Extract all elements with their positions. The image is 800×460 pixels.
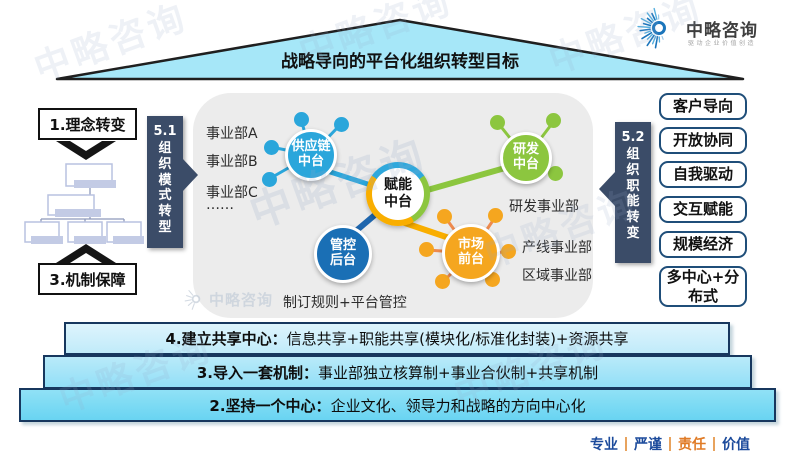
- roof-triangle: [55, 18, 745, 81]
- market-satellite-dot: [419, 242, 434, 257]
- footer-values: 专业 严谨 责任 价值: [590, 434, 750, 454]
- rnd-midplatform-node: 研发 中台: [500, 132, 552, 184]
- node-label: 前台: [457, 252, 484, 267]
- control-backplatform-node: 管控 后台: [314, 225, 372, 283]
- trait-open-collaboration: 开放协同: [659, 127, 747, 154]
- bar-51-label: 组织模式转型: [158, 140, 172, 236]
- node-label: 中台: [512, 157, 539, 172]
- footer-value: 责任: [678, 437, 706, 453]
- node-label: 研发: [512, 142, 539, 158]
- region-division-label: 区域事业部: [522, 268, 592, 284]
- node-label: 后台: [329, 253, 356, 268]
- supply-satellite-dot: [334, 117, 349, 132]
- trait-customer-oriented: 客户导向: [659, 93, 747, 120]
- node-label: 供应链: [291, 139, 331, 155]
- concept-change-box: 1.理念转变: [38, 108, 137, 140]
- division-b-label: 事业部B: [206, 154, 258, 170]
- rnd-division-label: 研发事业部: [509, 199, 579, 215]
- supply-satellite-dot: [262, 172, 277, 187]
- rnd-satellite-dot: [548, 166, 563, 181]
- division-c-label: 事业部C: [206, 185, 258, 201]
- arrow-left-icon: [599, 172, 615, 206]
- divider: [669, 437, 671, 451]
- arrow-right-icon: [182, 158, 198, 192]
- node-label: 中台: [384, 194, 412, 210]
- rnd-satellite-dot: [490, 115, 505, 130]
- page-title: 战略导向的平台化组织转型目标: [281, 52, 519, 72]
- divider: [625, 437, 627, 451]
- market-satellite-dot: [437, 209, 452, 224]
- node-label: 中台: [297, 154, 324, 169]
- division-a-label: 事业部A: [206, 126, 258, 142]
- rnd-satellite-dot: [546, 113, 561, 128]
- supply-satellite-dot: [294, 112, 309, 127]
- node-label: 赋能: [384, 177, 412, 194]
- division-ellipsis-label: ……: [206, 197, 234, 213]
- bar-text: 企业文化、领导力和战略的方向中心化: [330, 396, 586, 415]
- bar-text: 信息共享+职能共享(模块化/标准化封装)+资源共享: [286, 330, 629, 348]
- trait-economies-of-scale: 规模经济: [659, 231, 747, 258]
- org-chart: [24, 163, 144, 244]
- trait-self-driven: 自我驱动: [659, 161, 747, 188]
- starburst-icon: [184, 290, 201, 310]
- mechanism-guarantee-box: 3.机制保障: [38, 263, 137, 295]
- arrow-up-icon: [56, 244, 116, 263]
- market-satellite-dot: [501, 244, 516, 259]
- watermark-logo-text: 中略咨询: [209, 290, 274, 309]
- supply-satellite-dot: [264, 140, 279, 155]
- bar-prefix: 3.导入一套机制：: [196, 363, 318, 382]
- foundation-bar-one-center: 2.坚持一个中心： 企业文化、领导力和战略的方向中心化: [19, 388, 776, 422]
- enable-midplatform-node: 赋能 中台: [366, 162, 430, 226]
- market-frontplatform-node: 市场 前台: [442, 224, 500, 282]
- logo-tagline: 驱动企业价值创造: [688, 40, 757, 47]
- company-logo: 中略咨询 驱动企业价值创造: [636, 5, 792, 55]
- supply-chain-midplatform-node: 供应链 中台: [285, 129, 337, 181]
- footer-value: 专业: [590, 437, 618, 453]
- bar-prefix: 2.坚持一个中心：: [209, 396, 331, 415]
- bar-51-number: 5.1: [153, 124, 177, 139]
- bar-prefix: 4.建立共享中心：: [165, 330, 287, 348]
- foundation-bar-mechanism: 3.导入一套机制： 事业部独立核算制+事业合伙制+共享机制: [43, 355, 752, 389]
- control-note-label: 制订规则+平台管控: [283, 295, 407, 311]
- arrow-down-icon: [56, 141, 116, 160]
- trait-interactive-enablement: 交互赋能: [659, 196, 747, 223]
- bar-52-label: 组织职能转变: [626, 146, 640, 242]
- market-satellite-dot: [488, 208, 503, 223]
- divider: [713, 437, 715, 451]
- node-label: 市场: [457, 237, 484, 253]
- foundation-bar-shared-center: 4.建立共享中心： 信息共享+职能共享(模块化/标准化封装)+资源共享: [64, 322, 730, 355]
- trait-multicenter-distributed: 多中心+分布式: [659, 266, 747, 307]
- market-satellite-dot: [435, 274, 450, 289]
- org-function-transform-bar: 5.2 组织职能转变: [615, 122, 651, 263]
- logo-name: 中略咨询: [686, 21, 758, 41]
- footer-value: 严谨: [634, 437, 662, 453]
- starburst-icon: [637, 7, 666, 49]
- footer-value: 价值: [722, 437, 750, 453]
- org-mode-transform-bar: 5.1 组织模式转型: [147, 116, 183, 248]
- watermark-logo: 中略咨询: [183, 286, 273, 312]
- node-label: 管控: [329, 238, 356, 254]
- bar-text: 事业部独立核算制+事业合伙制+共享机制: [318, 363, 599, 382]
- bar-52-number: 5.2: [621, 130, 645, 145]
- product-division-label: 产线事业部: [522, 240, 592, 256]
